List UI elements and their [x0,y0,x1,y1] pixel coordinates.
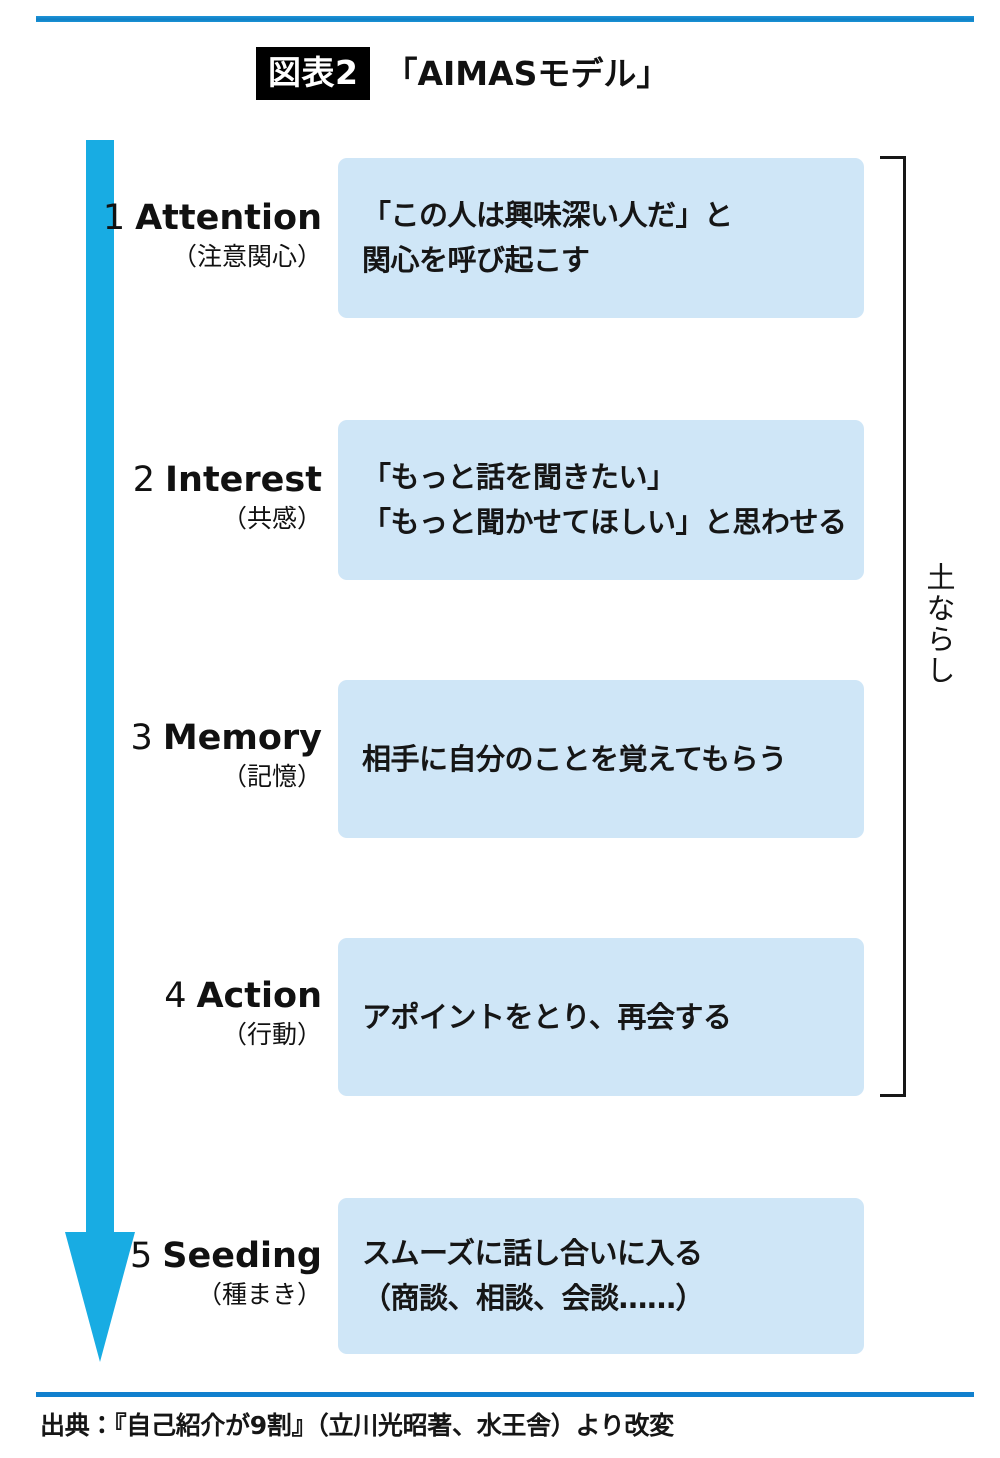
grouping-bracket [880,156,906,1097]
step-number-3: 3 [130,718,153,758]
step-description-line: 「もっと聞かせてほしい」と思わせる [362,505,847,539]
step-english-4: Action [196,976,322,1016]
step-number-1: 1 [102,198,126,238]
figure-title-row: 図表2 「AIMASモデル」 [256,46,669,100]
figure-number-badge: 図表2 [256,46,371,100]
step-number-2: 2 [132,460,156,500]
step-english-3: Memory [162,718,322,758]
downward-flow-arrow-icon [64,140,136,1362]
step-description-line: 「もっと話を聞きたい」 [362,460,676,494]
step-description-line: （商談、相談、会談……） [362,1281,705,1315]
step-description-box-1: 「この人は興味深い人だ」と 関心を呼び起こす [338,158,864,318]
step-description-line: スムーズに話し合いに入る [362,1236,703,1270]
step-description-line: 相手に自分のことを覚えてもらう [362,741,787,776]
step-japanese-1: （注意関心） [171,242,322,271]
step-description-line: 関心を呼び起こす [362,243,590,277]
step-description-box-5: スムーズに話し合いに入る （商談、相談、会談……） [338,1198,864,1354]
source-citation: 出典：『自己紹介が9割』（立川光昭著、水王舎）より改変 [40,1411,674,1440]
step-japanese-2: （共感） [221,504,322,533]
step-japanese-3: （記憶） [221,762,322,791]
step-english-1: Attention [135,198,322,238]
step-description-box-2: 「もっと話を聞きたい」 「もっと聞かせてほしい」と思わせる [338,420,864,580]
step-description-box-3: 相手に自分のことを覚えてもらう [338,680,864,838]
bracket-label-ground-prep: 土ならし [922,562,956,686]
step-description-line: アポイントをとり、再会する [362,999,732,1034]
page-title: 「AIMASモデル」 [384,53,670,93]
step-number-5: 5 [130,1236,153,1276]
bottom-divider-rule [36,1392,974,1397]
step-number-4: 4 [164,976,187,1016]
step-japanese-5: （種まき） [196,1280,322,1309]
step-description-line: 「この人は興味深い人だ」と [362,198,733,232]
step-english-2: Interest [165,460,322,500]
top-divider-rule [36,16,974,22]
step-english-5: Seeding [162,1236,322,1276]
step-japanese-4: （行動） [221,1020,322,1049]
step-description-box-4: アポイントをとり、再会する [338,938,864,1096]
